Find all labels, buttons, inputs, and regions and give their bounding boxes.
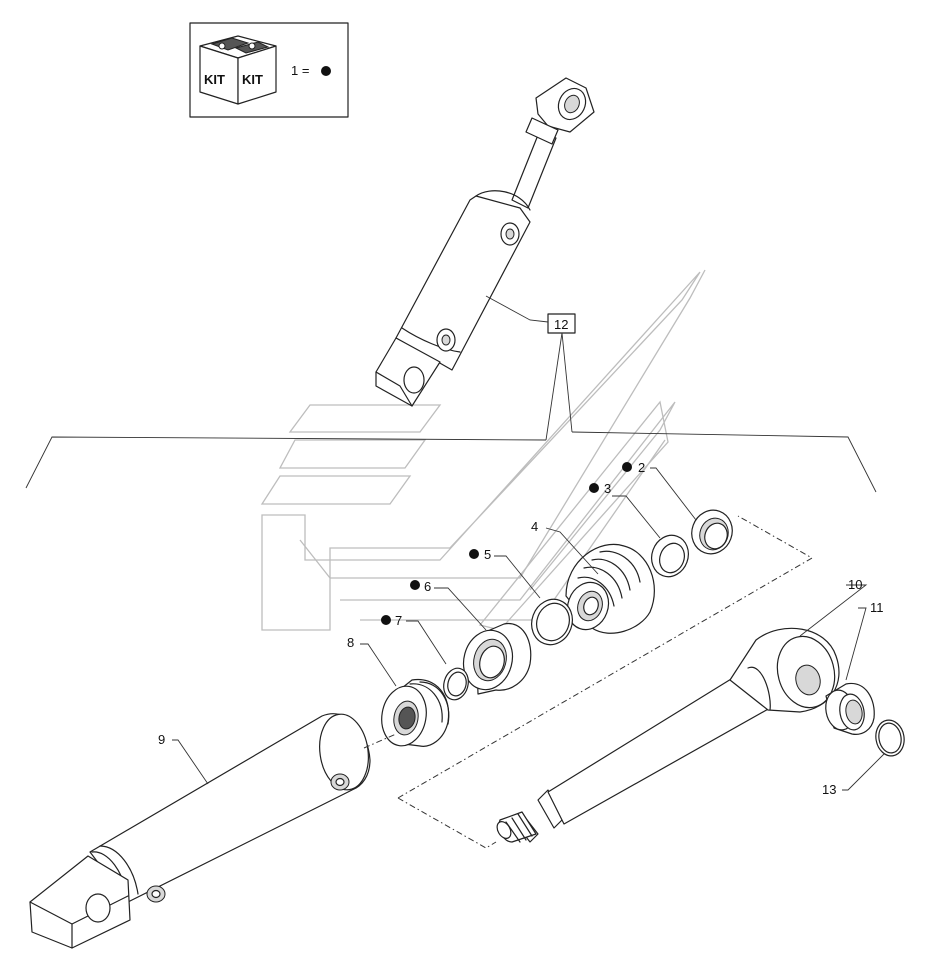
callout-10: 10 — [848, 577, 862, 592]
callout-3: 3 — [604, 481, 611, 496]
kit-dot-icon — [622, 462, 632, 472]
kit-label-right: KIT — [242, 72, 263, 87]
kit-box-icon — [199, 35, 277, 105]
callout-4: 4 — [531, 519, 538, 534]
callout-11: 11 — [870, 600, 884, 615]
kit-dot-icon — [381, 615, 391, 625]
kit-legend: KIT KIT 1 = — [189, 22, 349, 118]
kit-dot-icon — [321, 66, 331, 76]
part-5-ring — [531, 598, 573, 646]
callout-12-group: 12 — [25, 295, 877, 493]
callout-9: 9 — [158, 732, 165, 747]
kit-dot-icon — [469, 549, 479, 559]
part-10-rod — [496, 627, 840, 843]
kit-dot-icon — [589, 483, 599, 493]
part-13-snapring — [875, 719, 905, 757]
callout-7: 7 — [395, 613, 402, 628]
callout-6: 6 — [424, 579, 431, 594]
callout-5: 5 — [484, 547, 491, 562]
part-11-bushing — [825, 682, 875, 735]
callout-12-box — [547, 313, 576, 334]
leader-lines — [172, 467, 885, 791]
part-7-oring — [443, 667, 469, 701]
part-9-barrel — [29, 713, 371, 949]
part-6-bushing — [462, 622, 532, 695]
assembly-lines — [363, 515, 814, 849]
legend-equation: 1 = — [291, 63, 309, 78]
callout-12: 12 — [554, 317, 568, 332]
assembled-cylinder — [375, 77, 595, 407]
kit-markers — [381, 462, 632, 625]
callout-2: 2 — [638, 460, 645, 475]
kit-label-left: KIT — [204, 72, 225, 87]
part-8-gland — [381, 678, 450, 747]
part-4-piston — [565, 543, 655, 634]
kit-dot-icon — [410, 580, 420, 590]
callout-8: 8 — [347, 635, 354, 650]
callout-labels: 2 3 4 5 6 7 8 9 10 11 13 — [158, 460, 884, 797]
part-3-seal — [651, 534, 689, 578]
callout-13: 13 — [822, 782, 836, 797]
part-2-ring — [691, 509, 733, 555]
